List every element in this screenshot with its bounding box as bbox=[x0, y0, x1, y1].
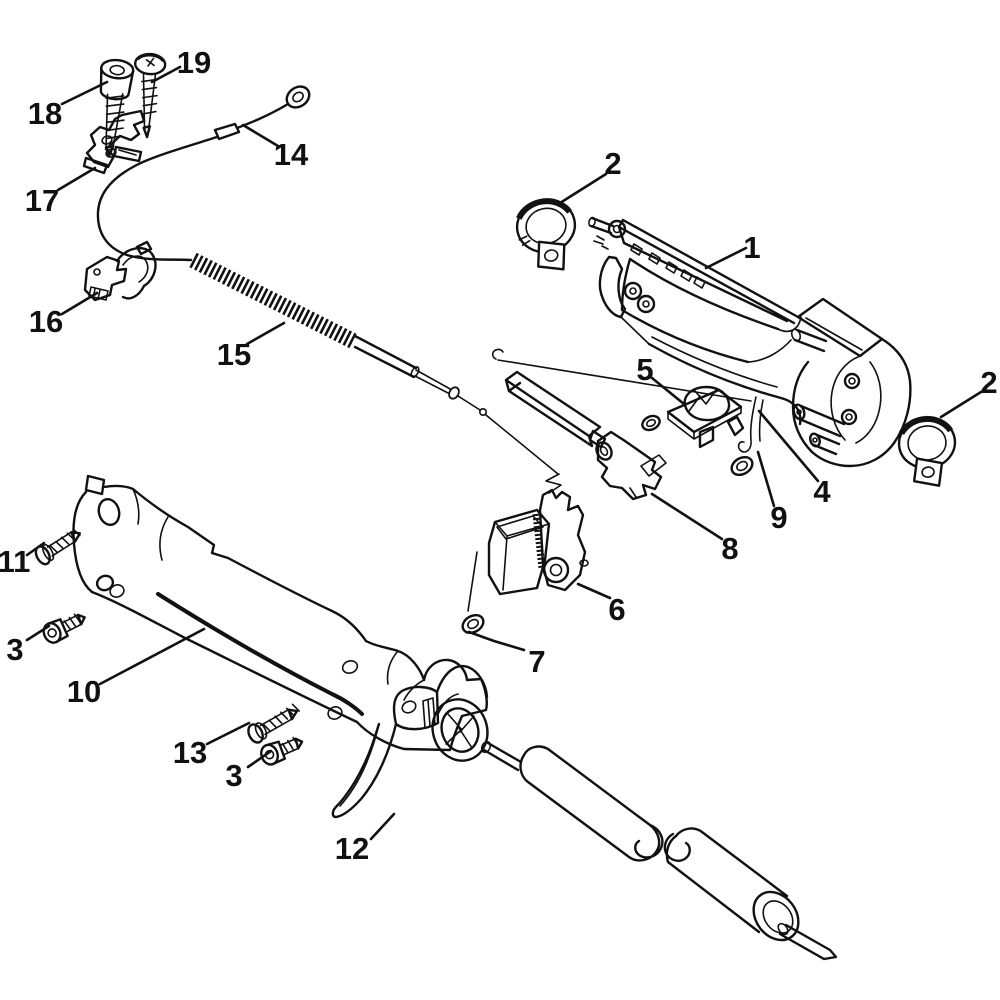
leader-line-9-11 bbox=[756, 450, 776, 508]
part-label-19-1: 19 bbox=[177, 45, 211, 80]
leader-line-17-2 bbox=[56, 166, 97, 192]
part-label-4-10: 4 bbox=[813, 474, 831, 509]
part-label-18-0: 18 bbox=[28, 96, 62, 131]
part-3-screw-left bbox=[42, 613, 86, 644]
leader-line-4-10 bbox=[757, 409, 820, 483]
part-label-1-7: 1 bbox=[743, 230, 760, 265]
part-2-clamp-right bbox=[897, 415, 957, 487]
part-label-10-17: 10 bbox=[67, 674, 101, 709]
part-19-pan-screw bbox=[133, 52, 167, 139]
leader-line-2-6 bbox=[558, 172, 608, 205]
part-label-14-3: 14 bbox=[274, 137, 309, 172]
part-1-upper-housing bbox=[588, 216, 912, 468]
part-15-cable-spring bbox=[189, 252, 562, 494]
part-label-9-11: 9 bbox=[770, 500, 787, 535]
leader-line-3-19 bbox=[246, 749, 273, 769]
drive-tube-lower bbox=[663, 827, 838, 961]
part-label-3-16: 3 bbox=[6, 632, 23, 667]
part-label-3-19: 3 bbox=[225, 758, 242, 793]
leader-line-16-4 bbox=[60, 291, 99, 316]
part-label-12-20: 12 bbox=[335, 831, 369, 866]
part-8-throttle-rod bbox=[491, 348, 752, 501]
leader-line-2-9 bbox=[939, 390, 983, 419]
leader-line-8-12 bbox=[650, 492, 724, 541]
drive-tube-upper bbox=[480, 740, 664, 862]
grommet-small bbox=[641, 414, 661, 432]
part-label-7-14: 7 bbox=[528, 644, 545, 679]
leader-line-15-5 bbox=[245, 321, 286, 346]
leader-line-5-8 bbox=[650, 376, 686, 406]
leader-line-10-17 bbox=[98, 627, 206, 686]
part-4-spring-wire bbox=[737, 396, 764, 453]
part-label-5-8: 5 bbox=[636, 352, 653, 387]
part-2-clamp-left bbox=[515, 198, 577, 271]
leader-line-1-7 bbox=[704, 246, 748, 270]
leader-line-13-18 bbox=[205, 721, 251, 746]
part-label-13-18: 13 bbox=[173, 735, 207, 770]
part-label-11-15: 11 bbox=[0, 544, 30, 579]
part-label-16-4: 16 bbox=[29, 304, 63, 339]
part-label-8-12: 8 bbox=[721, 531, 738, 566]
part-label-15-5: 15 bbox=[217, 337, 251, 372]
part-label-2-9: 2 bbox=[980, 365, 997, 400]
leader-line-12-20 bbox=[369, 812, 396, 841]
leader-line-7-14 bbox=[467, 630, 526, 652]
part-5-stop-switch bbox=[666, 385, 745, 449]
leader-line-11-15 bbox=[25, 541, 46, 557]
leader-line-3-16 bbox=[25, 624, 51, 642]
leader-line-6-13 bbox=[576, 582, 612, 600]
part-14-cable bbox=[96, 85, 311, 262]
part-6-interlock bbox=[487, 488, 589, 596]
leader-line-14-3 bbox=[241, 123, 280, 148]
part-10-lower-housing bbox=[72, 474, 488, 752]
part-12-throttle-trigger bbox=[331, 664, 489, 819]
part-16-bracket bbox=[83, 240, 157, 302]
part-17-bracket bbox=[82, 109, 146, 175]
part-7-grommet bbox=[461, 551, 485, 635]
leader-line-19-1 bbox=[150, 65, 182, 84]
part-11-screw bbox=[34, 528, 82, 566]
part-9-grommet bbox=[730, 455, 754, 477]
part-label-6-13: 6 bbox=[608, 592, 625, 627]
part-label-17-2: 17 bbox=[25, 183, 59, 218]
part-label-2-6: 2 bbox=[604, 146, 621, 181]
part-13-screw bbox=[247, 703, 300, 744]
leader-line-18-0 bbox=[60, 80, 109, 106]
